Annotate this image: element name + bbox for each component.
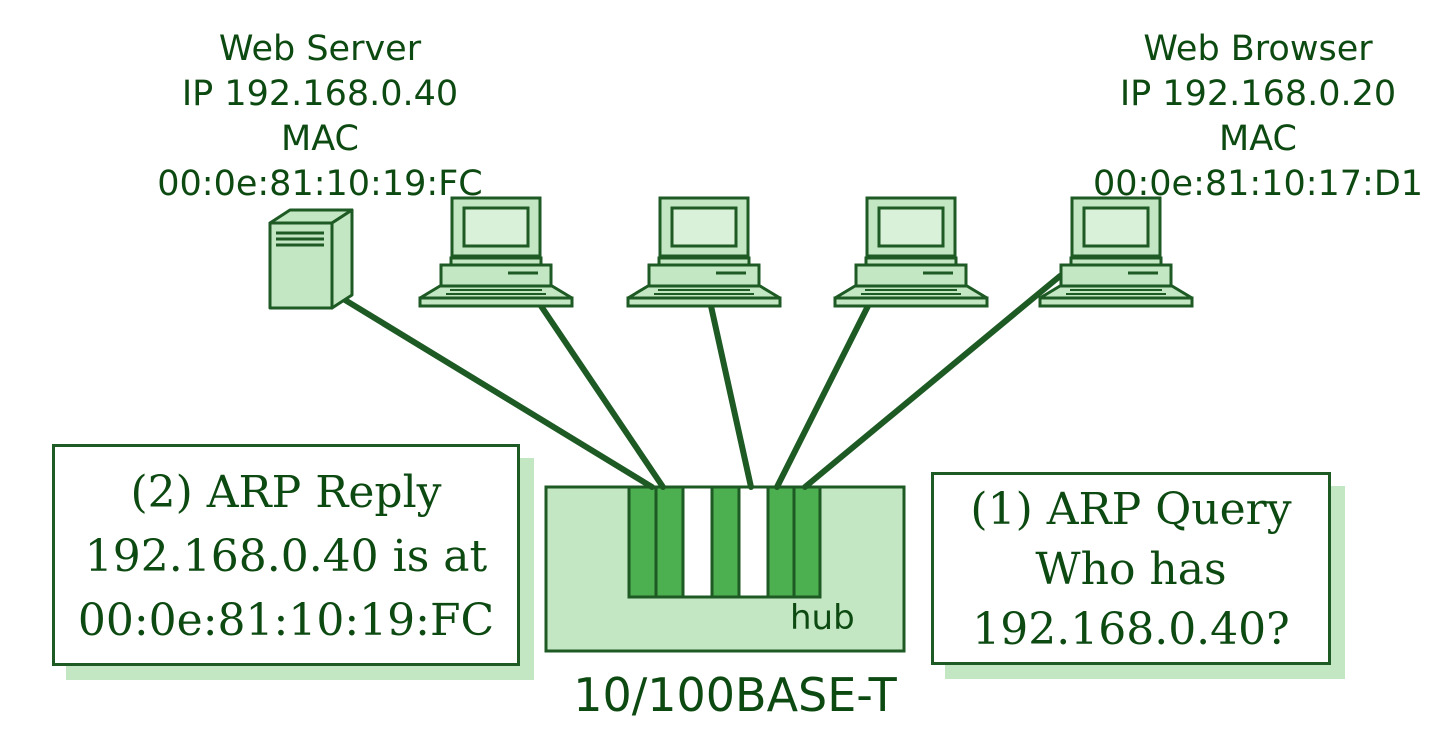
server-label: Web Server IP 192.168.0.40 MAC 00:0e:81:… (120, 27, 520, 207)
desktop-computer-icon (833, 196, 989, 308)
cable-host-2 (708, 303, 754, 490)
server-name: Web Server (218, 29, 422, 69)
server-tower-icon (268, 208, 354, 310)
browser-mac-label: MAC (1219, 119, 1297, 159)
arp-reply-title: (2) ARP Reply (130, 467, 442, 518)
desktop-computer-icon (626, 196, 782, 308)
arp-query-line2: 192.168.0.40? (972, 604, 1290, 655)
hub-label: hub (790, 598, 855, 638)
hub-port (792, 485, 822, 599)
cable-host-1 (538, 303, 666, 490)
server-ip: IP 192.168.0.40 (181, 74, 459, 114)
arp-reply-line1: 192.168.0.40 is at (84, 531, 488, 582)
hub-port (654, 485, 685, 599)
browser-name: Web Browser (1143, 29, 1373, 69)
hub-caption: 10/100BASE-T (573, 668, 897, 722)
server-mac: 00:0e:81:10:19:FC (157, 164, 483, 204)
cable-server (342, 297, 655, 490)
hub-port (737, 485, 770, 599)
hub-port (681, 485, 714, 599)
hub-port (766, 485, 796, 599)
cable-host-3 (774, 303, 871, 490)
arp-query-title: (1) ARP Query (970, 484, 1292, 535)
arp-reply-box: (2) ARP Reply 192.168.0.40 is at 00:0e:8… (52, 444, 520, 666)
hub-port (627, 485, 658, 599)
hub-ports (627, 485, 822, 599)
arp-reply-line2: 00:0e:81:10:19:FC (77, 595, 495, 646)
cables (342, 273, 1063, 490)
hub-port (710, 485, 741, 599)
server-mac-label: MAC (281, 119, 359, 159)
cable-browser (802, 273, 1063, 490)
desktop-computer-icon (418, 196, 574, 308)
desktop-computer-icon (1038, 196, 1194, 308)
arp-query-box: (1) ARP Query Who has 192.168.0.40? (931, 472, 1331, 665)
browser-mac: 00:0e:81:10:17:D1 (1092, 164, 1424, 204)
arp-query-line1: Who has (1035, 544, 1227, 595)
browser-ip: IP 192.168.0.20 (1119, 74, 1397, 114)
browser-label: Web Browser IP 192.168.0.20 MAC 00:0e:81… (1058, 27, 1456, 207)
